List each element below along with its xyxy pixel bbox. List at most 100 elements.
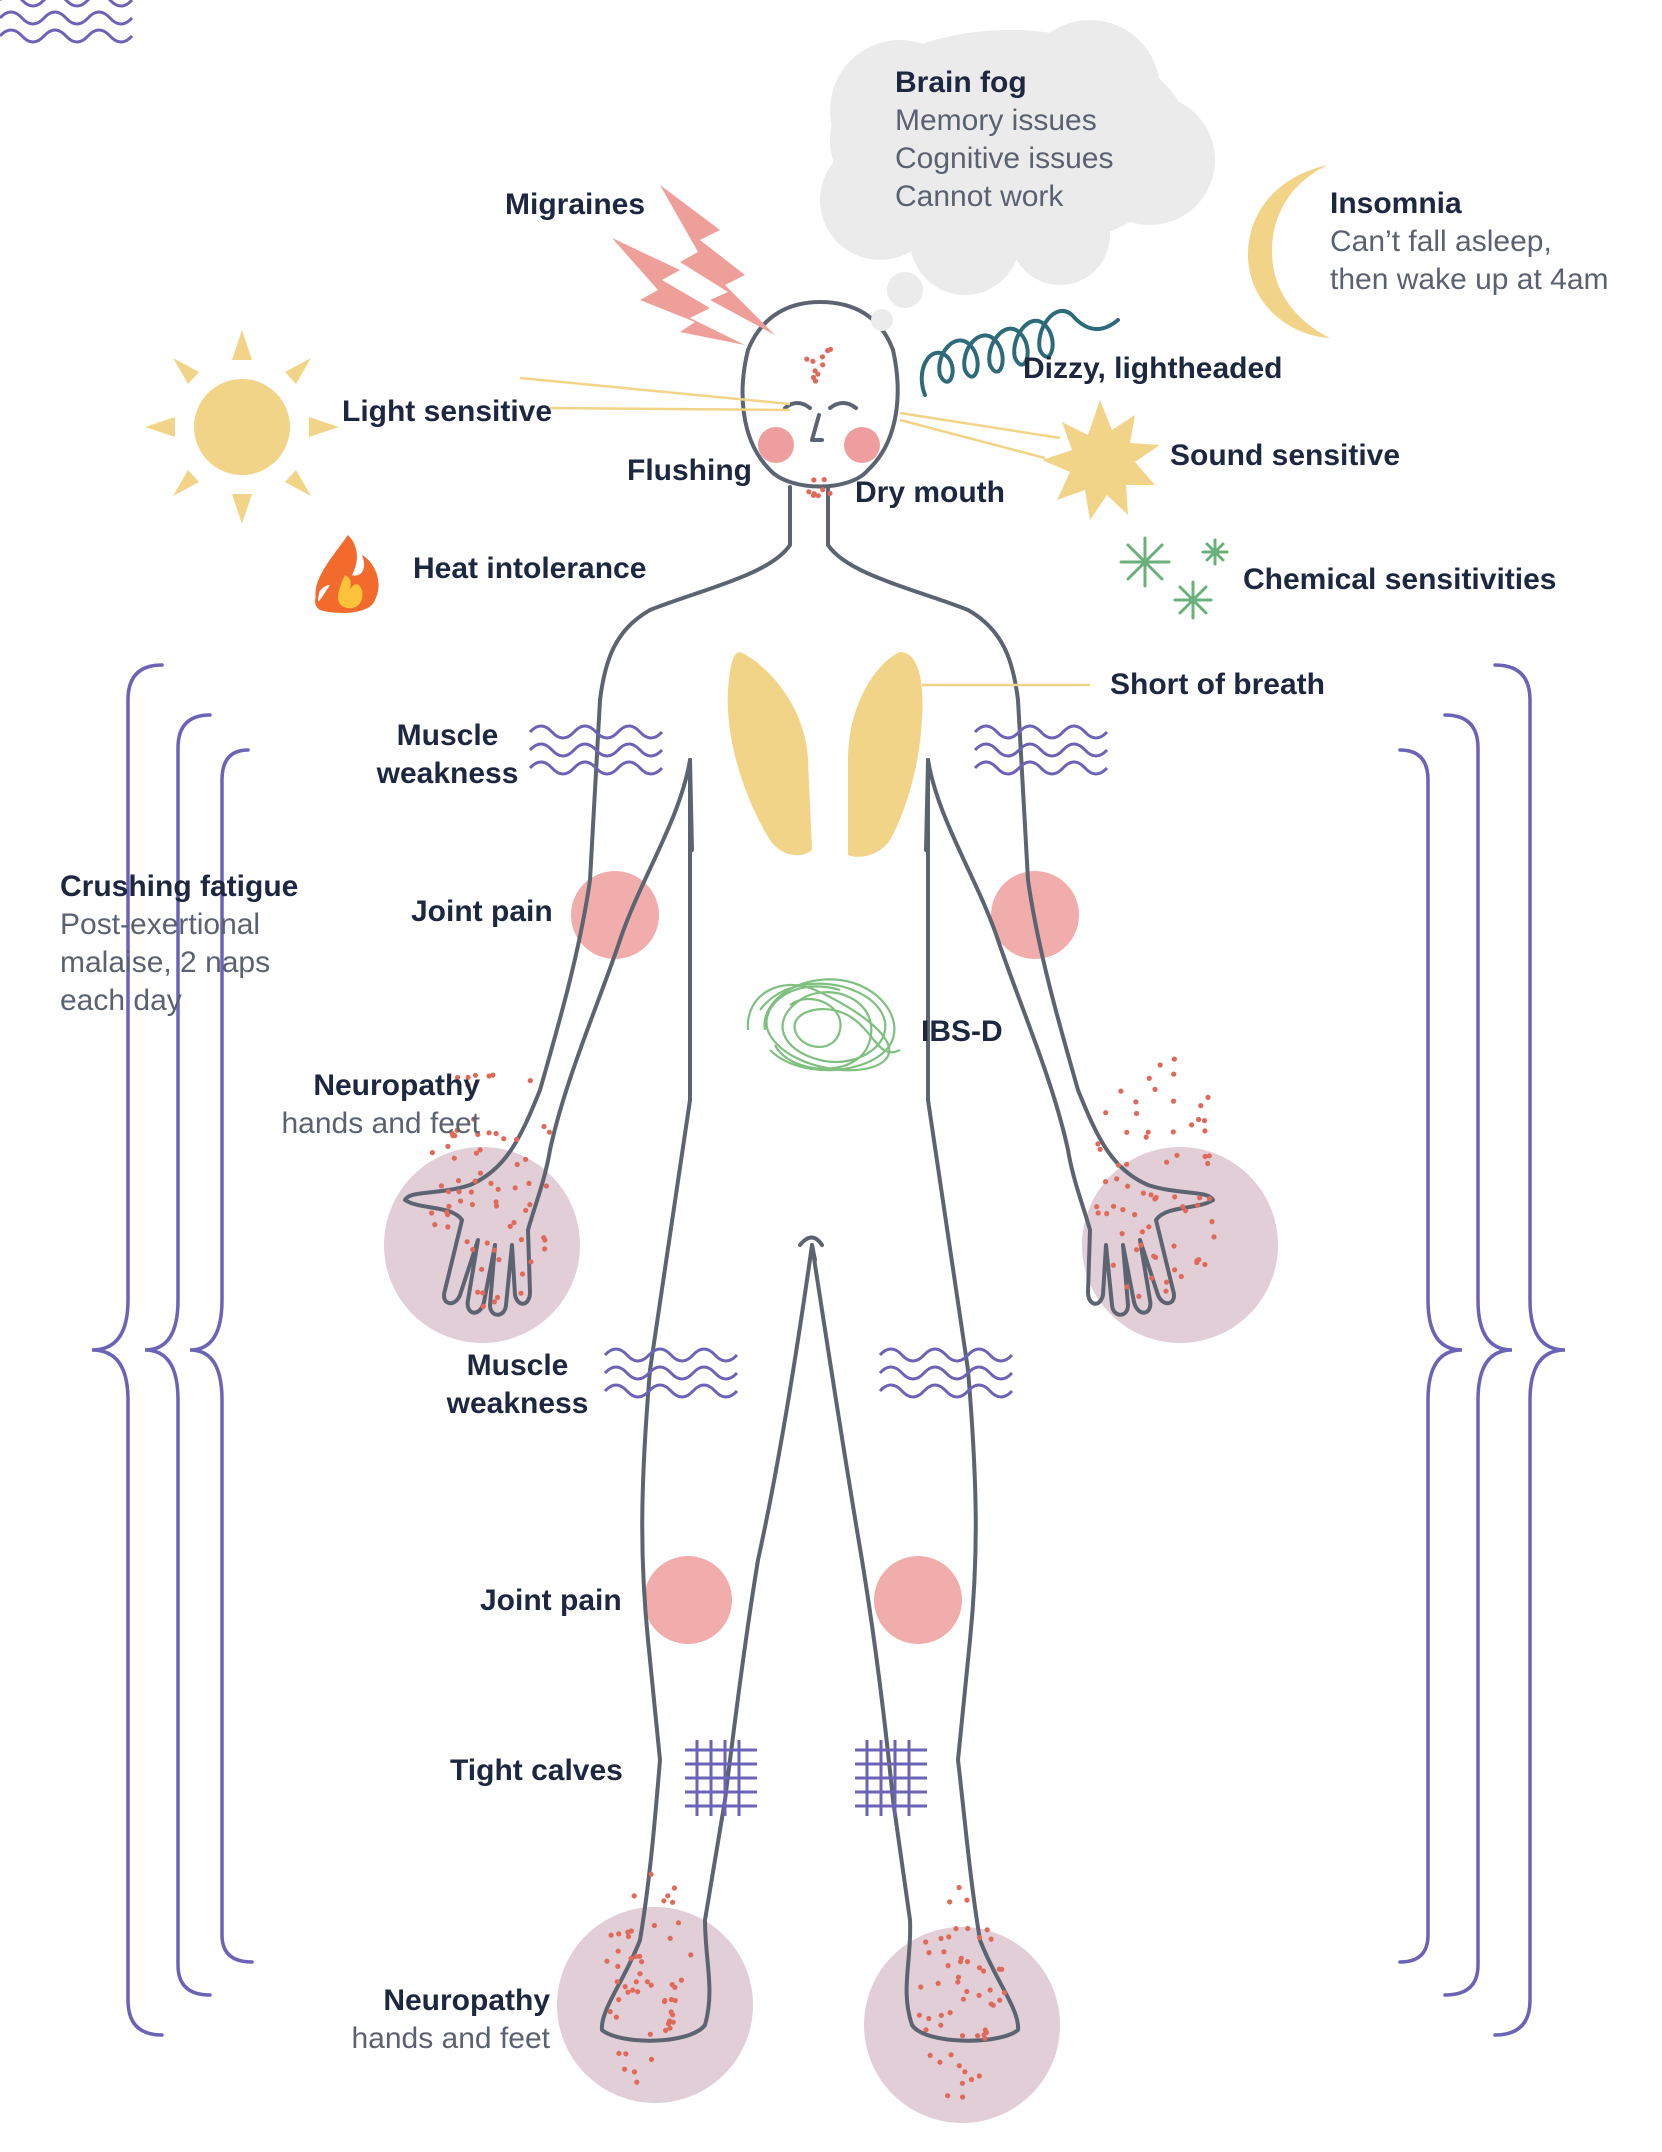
neuropathy-dot: [491, 1247, 497, 1253]
tangled-lines-icon: [746, 978, 901, 1072]
neuropathy-dot: [1118, 1088, 1124, 1094]
neuropathy-dot: [964, 1959, 971, 1965]
neuropathy-dot: [639, 1959, 645, 1965]
muscle-weakness-lower-line-2: weakness: [446, 1387, 589, 1420]
neuropathy-dot: [1149, 1275, 1155, 1281]
neuropathy-dot: [651, 1922, 658, 1929]
neuropathy-dot: [976, 1992, 982, 1998]
bracket-inner-right: [1398, 748, 1463, 1964]
neuropathy-dot: [484, 1240, 490, 1246]
neuropathy-zones: [384, 1147, 1278, 2123]
neuropathy-dot: [637, 1971, 643, 1977]
brain-fog-title: Brain fog: [895, 66, 1027, 99]
neuropathy-dot: [1189, 1122, 1195, 1128]
neuropathy-dot: [667, 2025, 673, 2031]
neuropathy-dot: [1119, 1231, 1125, 1237]
dry-mouth-text: Dry mouth: [855, 476, 1005, 509]
neuropathy-dot: [1136, 1293, 1142, 1299]
neuropathy-dot: [1172, 1194, 1178, 1200]
neuropathy-dot: [1148, 1192, 1154, 1198]
neuropathy-dot: [947, 1899, 953, 1905]
neuropathy-dot: [1143, 1134, 1149, 1140]
neuropathy-dot: [1202, 1261, 1208, 1268]
joint-pain-elbows-text: Joint pain: [411, 895, 553, 928]
neuropathy-dot: [1206, 1196, 1213, 1202]
neuropathy-dot: [449, 1130, 455, 1137]
neuropathy-dot: [613, 2014, 620, 2020]
neuropathy-dot: [446, 1203, 452, 1209]
neuropathy-dot: [469, 1201, 475, 1208]
neuropathy-dot: [527, 1202, 533, 1208]
neuropathy-dot: [468, 1189, 474, 1195]
neuropathy-dot: [678, 1977, 685, 1983]
neuropathy-dot: [962, 2069, 968, 2075]
label-dizzy: Dizzy, lightheaded: [1023, 350, 1282, 388]
sound-sensitive-lines: [899, 411, 1061, 460]
neuropathy-dot: [465, 1074, 471, 1080]
neuropathy-dot: [670, 2012, 676, 2018]
crushing-fatigue-title: Crushing fatigue: [60, 870, 299, 903]
label-crushing-fatigue: Crushing fatigue Post-exertional malaise…: [60, 868, 298, 1020]
neuropathy-dot: [938, 1935, 944, 1942]
neuropathy-dot: [1171, 1056, 1177, 1062]
neuropathy-dot: [1171, 1071, 1177, 1077]
neuropathy-dot: [1152, 1086, 1158, 1092]
label-flushing: Flushing: [627, 452, 752, 490]
neuropathy-dot: [454, 1127, 460, 1133]
label-neuropathy-hands: Neuropathy hands and feet: [240, 1067, 480, 1143]
neuropathy-dot: [960, 1996, 967, 2002]
neuropathy-dot: [1146, 1224, 1152, 1230]
neuropathy-dot: [1163, 1279, 1170, 1285]
neuropathy-dot: [810, 492, 817, 498]
neuropathy-dot: [1145, 1129, 1151, 1135]
neuropathy-dot: [445, 1224, 451, 1230]
wavy-lines-icon: [0, 0, 134, 44]
neuropathy-dot: [1133, 1099, 1139, 1105]
neuropathy-dot: [1102, 1179, 1109, 1185]
neuropathy-dot: [1178, 1273, 1184, 1280]
label-chemical-sensitivities: Chemical sensitivities: [1243, 561, 1556, 599]
neuropathy-dot: [1170, 1098, 1177, 1104]
neuropathy-dot: [1115, 1162, 1122, 1168]
crushing-fatigue-line-3: each day: [60, 984, 182, 1017]
label-neuropathy-feet: Neuropathy hands and feet: [300, 1982, 550, 2058]
neuropathy-dot: [477, 1170, 484, 1176]
neuropathy-dot: [956, 1884, 962, 1891]
neuropathy-dot: [819, 354, 826, 360]
neuropathy-dot: [507, 1223, 513, 1229]
neuropathy-dot: [821, 477, 827, 483]
neuropathy-dot: [923, 1939, 929, 1945]
neuropathy-dot: [810, 358, 816, 364]
joint-pain-right-knee: [874, 1556, 962, 1644]
neuropathy-dot: [488, 1180, 494, 1186]
neuropathy-dot: [432, 1222, 438, 1228]
neuropathy-dot: [984, 1927, 990, 1933]
neuropathy-dot: [976, 1965, 983, 1971]
label-tight-calves: Tight calves: [450, 1752, 623, 1790]
wave-upper-right: [973, 724, 1109, 776]
neuropathy-dot: [670, 2019, 676, 2025]
neuropathy-dot: [625, 1929, 631, 1935]
neuropathy-dot: [918, 1984, 924, 1990]
neuropathy-dot: [1114, 1176, 1120, 1182]
neuropathy-dot: [607, 2009, 613, 2015]
neuropathy-dot: [633, 1953, 639, 1960]
neuropathy-dot: [983, 2029, 990, 2036]
neuropathy-dot: [623, 2051, 629, 2057]
neuropathy-dot: [1138, 1242, 1144, 1248]
neuropathy-dot: [662, 1997, 668, 2004]
neuropathy-dot: [675, 1920, 682, 1926]
neuropathy-dot: [1110, 1262, 1116, 1268]
neuropathy-dot: [827, 490, 833, 496]
neuropathy-dot: [1196, 1116, 1202, 1123]
neuropathy-dot: [648, 1871, 654, 1877]
flushing-cheeks: [758, 427, 880, 463]
neuropathy-dot: [470, 1247, 476, 1253]
neuropathy-dot: [941, 1949, 947, 1955]
sound-sensitive-text: Sound sensitive: [1170, 439, 1401, 472]
neuropathy-dot: [455, 1074, 461, 1081]
neuropathy-dot: [491, 1299, 497, 1305]
neuropathy-dot: [541, 1123, 547, 1130]
neuropathy-dot: [976, 2073, 982, 2079]
